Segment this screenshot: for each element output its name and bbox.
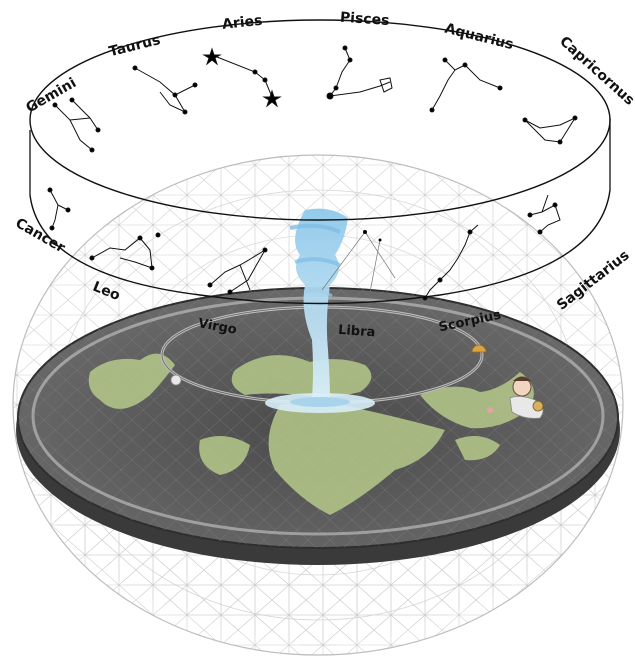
zodiac-label-virgo: Virgo — [197, 316, 238, 338]
constellation-aries — [202, 47, 282, 108]
zodiac-label-taurus: Taurus — [107, 32, 162, 60]
constellation-cancer — [47, 187, 71, 231]
zodiac-label-cancer: Cancer — [13, 215, 68, 256]
moon-icon — [170, 374, 182, 386]
zodiac-label-aries: Aries — [221, 13, 263, 33]
sun-icon — [471, 344, 487, 353]
constellation-pisces — [326, 45, 393, 100]
constellation-virgo — [207, 247, 268, 295]
libra-projection-lines — [321, 231, 396, 293]
constellation-leo — [89, 232, 161, 271]
constellation-sagittarius — [527, 194, 561, 235]
zodiac-label-libra: Libra — [338, 323, 376, 341]
zodiac-cylinder — [29, 19, 611, 305]
observer-figure-icon — [487, 376, 544, 419]
zodiac-label-aquarius: Aquarius — [443, 21, 515, 54]
constellation-aquarius — [429, 57, 503, 113]
constellation-scorpius — [422, 224, 479, 301]
constellation-capricornus — [522, 115, 578, 145]
constellation-libra — [363, 230, 382, 242]
zodiac-label-gemini: Gemini — [23, 75, 79, 116]
continents — [88, 353, 534, 515]
constellation-taurus — [132, 65, 198, 115]
zodiac-label-pisces: Pisces — [339, 10, 390, 29]
constellation-gemini — [52, 97, 101, 153]
zodiac-label-capricornus: Capricornus — [556, 34, 635, 109]
